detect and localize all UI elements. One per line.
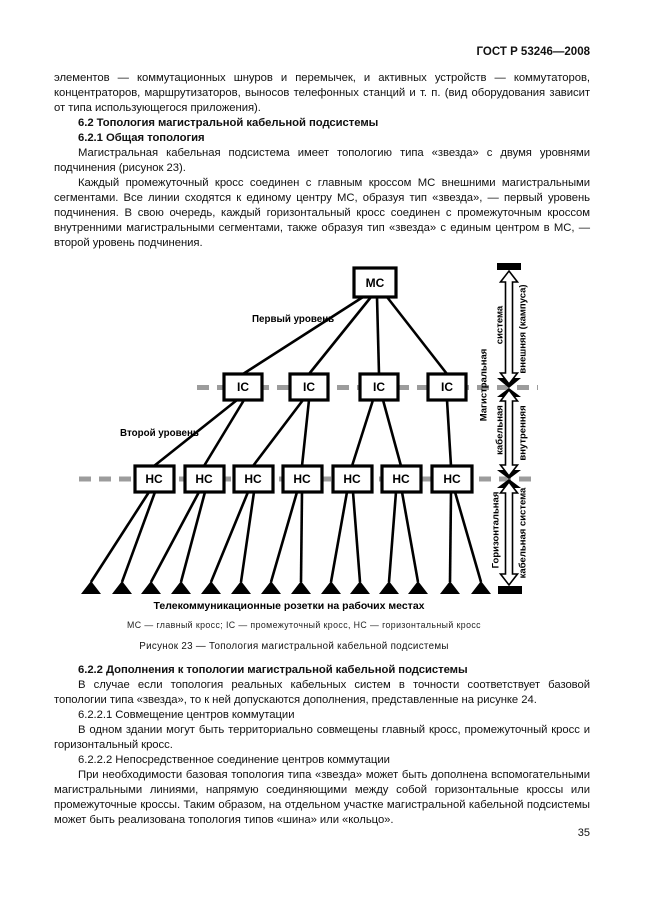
hc-node-box — [133, 464, 176, 494]
ic-nodes: IC IC IC IC — [222, 372, 468, 402]
outlet-triangle — [379, 581, 399, 594]
paragraph-6-2-2-a: В случае если топология реальных кабельн… — [54, 679, 590, 706]
outlet-triangle — [141, 581, 161, 594]
hc-node-label: НС — [392, 472, 410, 486]
cable-system-label: кабельная система — [518, 487, 529, 578]
hc-node-label: НС — [244, 472, 262, 486]
outlet-triangle — [408, 581, 428, 594]
horizontal-label: Горизонтальная — [491, 492, 502, 569]
heading-6-2-1: 6.2.1 Общая топология — [78, 132, 205, 144]
ic-node-label: IC — [237, 380, 249, 394]
hc-node-label: НС — [145, 472, 163, 486]
horizontal-system-arrow — [498, 480, 520, 587]
outlet-triangle — [291, 581, 311, 594]
side-labels: Магистральная система кабельная Горизонт… — [479, 284, 529, 578]
system-label: система — [495, 305, 506, 344]
mc-to-ic-lines — [242, 295, 449, 376]
backbone-label: Магистральная — [479, 349, 490, 422]
internal-label: внутренняя — [518, 405, 529, 460]
ic-node-box — [288, 372, 330, 402]
hc-node-box — [232, 464, 275, 494]
ic-node-label: IC — [303, 380, 315, 394]
hc-node-box — [183, 464, 226, 494]
outlet-triangles — [81, 581, 491, 594]
external-campus-label: внешняя (кампуса) — [518, 284, 529, 373]
mc-node: МС — [352, 266, 398, 299]
internal-backbone-arrow — [498, 388, 520, 478]
outlets-caption: Телекоммуникационные розетки на рабочих … — [153, 600, 424, 612]
ic-node-label: IC — [373, 380, 385, 394]
outlet-triangle — [471, 581, 491, 594]
hc-node-box — [430, 464, 474, 494]
outlet-triangle — [350, 581, 370, 594]
hc-node-box — [281, 464, 324, 494]
page-number: 35 — [577, 827, 590, 839]
external-backbone-arrow — [498, 269, 520, 386]
ic-to-hc-lines — [153, 398, 453, 468]
ic-node-box — [426, 372, 468, 402]
paragraph-6-2-1-b: Каждый промежуточный кросс соединен с гл… — [54, 177, 590, 249]
hc-node-label: НС — [195, 472, 213, 486]
bracket-top-bar — [497, 263, 521, 270]
outlet-triangle — [321, 581, 341, 594]
heading-6-2-2-2: 6.2.2.2 Непосредственное соединение цент… — [78, 754, 390, 766]
outlet-triangle — [231, 581, 251, 594]
paragraph-6-2-2-1: В одном здании могут быть территориально… — [54, 724, 590, 751]
mc-node-label: МС — [366, 276, 385, 290]
heading-6-2-2-1: 6.2.2.1 Совмещение центров коммутации — [78, 709, 295, 721]
ic-node-label: IC — [441, 380, 453, 394]
hc-node-label: НС — [343, 472, 361, 486]
hc-nodes: НС НС НС НС НС НС НС — [133, 464, 474, 494]
cable-label: кабельная — [495, 405, 506, 455]
hc-node-label: НС — [293, 472, 311, 486]
hc-to-outlet-lines — [89, 491, 483, 583]
hc-node-box — [331, 464, 374, 494]
figure-legend: МС — главный кросс; IC — промежуточный к… — [127, 620, 481, 630]
outlet-triangle — [112, 581, 132, 594]
paragraph-6-2-1-a: Магистральная кабельная подсистема имеет… — [54, 147, 590, 174]
heading-6-2: 6.2 Топология магистральной кабельной по… — [78, 117, 379, 129]
hc-node-box — [380, 464, 423, 494]
paragraph-intro: элементов — коммутационных шнуров и пере… — [54, 72, 590, 114]
outlet-triangle — [171, 581, 191, 594]
outlet-triangle — [261, 581, 281, 594]
outlet-triangle — [81, 581, 101, 594]
outlet-triangle — [201, 581, 221, 594]
figure-caption: Рисунок 23 — Топология магистральной каб… — [139, 641, 449, 652]
first-level-label: Первый уровень — [252, 314, 334, 325]
outlet-triangle — [440, 581, 460, 594]
mc-node-box — [352, 266, 398, 299]
standard-number-header: ГОСТ Р 53246—2008 — [476, 46, 590, 58]
second-level-label: Второй уровень — [120, 428, 199, 439]
ic-node-box — [222, 372, 264, 402]
hc-node-label: НС — [443, 472, 461, 486]
ic-node-box — [358, 372, 400, 402]
paragraph-6-2-2-2: При необходимости базовая топология типа… — [54, 769, 590, 826]
heading-6-2-2: 6.2.2 Дополнения к топологии магистральн… — [78, 664, 468, 676]
side-bracket — [497, 263, 522, 594]
bracket-bottom-bar — [498, 586, 522, 594]
